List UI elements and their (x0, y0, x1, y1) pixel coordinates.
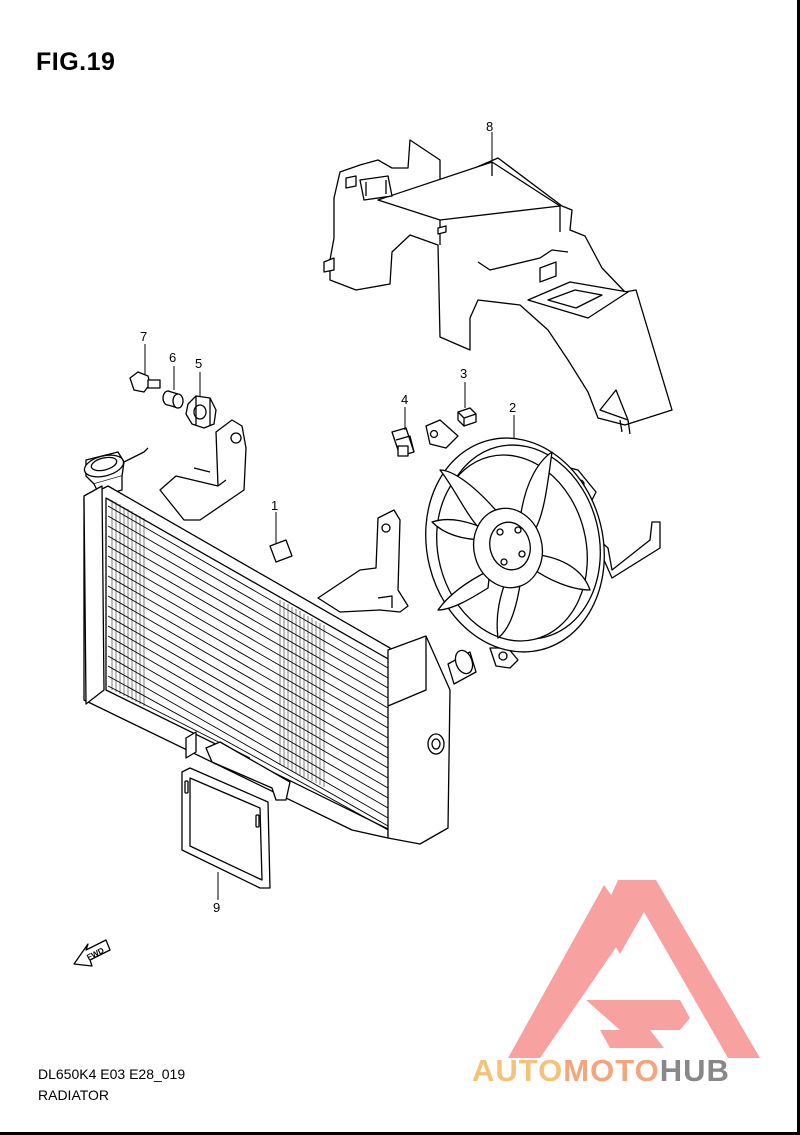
callout-1: 1 (271, 498, 278, 513)
callout-5: 5 (195, 356, 202, 371)
brand-wordmark: AUTOMOTOHUB (472, 1053, 730, 1089)
callout-3: 3 (460, 366, 467, 381)
mount-bolt-part (129, 371, 161, 393)
leader-lines (144, 132, 515, 900)
callout-6: 6 (169, 350, 176, 365)
cooling-fan-part (425, 419, 661, 669)
radiator-cover-part (323, 139, 673, 435)
callout-2: 2 (509, 400, 516, 415)
brand-part-hub: HUB (659, 1053, 730, 1088)
brand-part-auto: AUTO (472, 1053, 564, 1088)
callout-9: 9 (213, 900, 220, 915)
section-name: RADIATOR (38, 1087, 110, 1103)
callout-7: 7 (140, 329, 147, 344)
brand-logo-icon (508, 880, 760, 1058)
figure-title: FIG.19 (36, 48, 116, 76)
lower-cover-part (181, 767, 271, 889)
fwd-arrow-icon (73, 939, 111, 967)
mount-cushion-part (185, 395, 217, 429)
model-code: DL650K4 E03 E28_019 (38, 1066, 186, 1082)
brand-part-moto: MOTO (563, 1053, 660, 1088)
radiator-part (83, 419, 477, 845)
mount-collar-part (162, 390, 184, 409)
callout-4: 4 (401, 392, 408, 407)
fan-nut-part (391, 427, 415, 457)
fan-bolt-part (457, 407, 477, 427)
callout-8: 8 (486, 119, 493, 134)
